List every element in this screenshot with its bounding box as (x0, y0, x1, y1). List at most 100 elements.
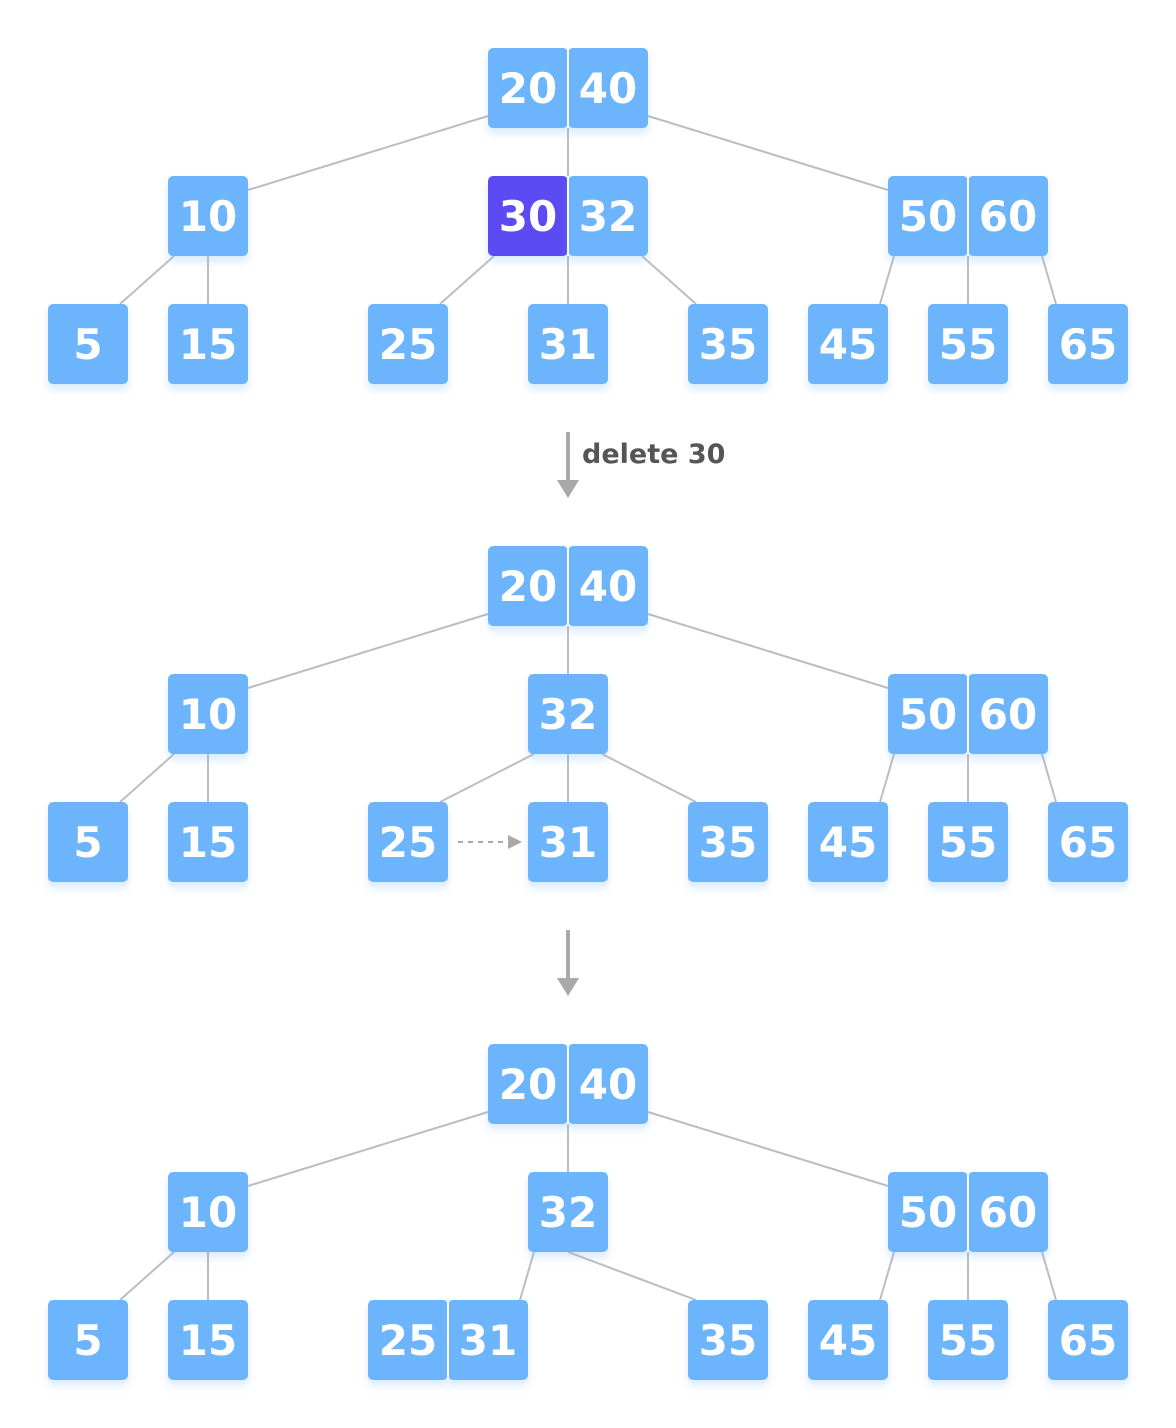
node-key-cell (368, 802, 448, 882)
leaf-node: 35 (688, 304, 768, 384)
tree-edge (879, 1251, 895, 1301)
node-key-cell (888, 674, 968, 754)
tree-edge (1041, 1251, 1057, 1301)
node-key-text: 10 (179, 690, 237, 739)
node-key-text: 5 (73, 1316, 102, 1365)
node-key-text: 40 (579, 562, 637, 611)
tree-edge (247, 1111, 489, 1187)
node-key-text: 10 (179, 1188, 237, 1237)
leaf-node: 25 31 (368, 1300, 528, 1380)
node-key-cell (528, 802, 608, 882)
node-key-text: 15 (179, 320, 237, 369)
tree-edge (647, 1111, 889, 1187)
node-key-text: 31 (459, 1316, 517, 1365)
node-key-text: 32 (539, 1188, 597, 1237)
node-key-text: 55 (939, 1316, 997, 1365)
node-key-text: 15 (179, 818, 237, 867)
node-key-cell (368, 304, 448, 384)
internal-node: 32 (528, 674, 608, 754)
tree-edge (601, 753, 697, 803)
node-key-text: 50 (899, 192, 957, 241)
node-key-cell (48, 1300, 128, 1380)
transition-arrow-head (557, 480, 579, 498)
node-key-cell (808, 1300, 888, 1380)
node-key-cell (488, 546, 568, 626)
node-key-cell (688, 802, 768, 882)
leaf-node: 25 (368, 802, 448, 882)
node-key-text: 60 (979, 192, 1037, 241)
node-key-cell (928, 1300, 1008, 1380)
node-key-cell (368, 1300, 448, 1380)
node-key-text: 20 (499, 64, 557, 113)
internal-node: 10 (168, 1172, 248, 1252)
internal-node: 10 (168, 176, 248, 256)
node-key-text: 31 (539, 818, 597, 867)
transition-arrows: delete 30 (557, 432, 725, 996)
tree-edge (119, 255, 175, 305)
leaf-node: 5 (48, 1300, 128, 1380)
node-key-cell (568, 546, 648, 626)
node-key-text: 20 (499, 1060, 557, 1109)
leaf-node: 15 (168, 1300, 248, 1380)
leaf-node: 5 (48, 802, 128, 882)
node-key-cell (528, 1172, 608, 1252)
node-key-text: 40 (579, 1060, 637, 1109)
tree-edge (439, 753, 535, 803)
tree-edge (1041, 753, 1057, 803)
node-key-cell (1048, 1300, 1128, 1380)
node-key-text: 65 (1059, 320, 1117, 369)
node-key-text: 50 (899, 690, 957, 739)
node-key-cell (168, 304, 248, 384)
node-key-cell (48, 802, 128, 882)
node-key-text: 35 (699, 1316, 757, 1365)
leaf-node: 65 (1048, 1300, 1128, 1380)
node-key-cell (928, 304, 1008, 384)
leaf-node: 55 (928, 802, 1008, 882)
node-key-cell (488, 176, 568, 256)
node-key-text: 5 (73, 818, 102, 867)
leaf-node: 31 (528, 304, 608, 384)
node-key-text: 31 (539, 320, 597, 369)
transition-label: delete 30 (582, 439, 725, 470)
tree-edge (519, 1251, 535, 1301)
leaf-node: 45 (808, 304, 888, 384)
transition-arrow (557, 930, 579, 996)
node-key-cell (688, 1300, 768, 1380)
leaf-node: 31 (528, 802, 608, 882)
internal-node: 10 (168, 674, 248, 754)
node-key-text: 65 (1059, 1316, 1117, 1365)
node-key-text: 32 (579, 192, 637, 241)
node-key-cell (48, 304, 128, 384)
node-key-text: 20 (499, 562, 557, 611)
tree-edge (879, 753, 895, 803)
node-key-cell (688, 304, 768, 384)
node-key-cell (528, 304, 608, 384)
leaf-node: 55 (928, 304, 1008, 384)
node-key-text: 25 (379, 818, 437, 867)
tree-edge (119, 1251, 175, 1301)
tree-edge (1041, 255, 1057, 305)
leaf-node: 55 (928, 1300, 1008, 1380)
leaf-node: 45 (808, 802, 888, 882)
leaf-node: 65 (1048, 802, 1128, 882)
node-key-text: 25 (379, 1316, 437, 1365)
node-key-text: 55 (939, 818, 997, 867)
node-key-text: 35 (699, 320, 757, 369)
leaf-node: 15 (168, 304, 248, 384)
leaf-node: 15 (168, 802, 248, 882)
node-key-text: 32 (539, 690, 597, 739)
tree-edge (647, 115, 889, 191)
node-key-cell (888, 176, 968, 256)
leaf-node: 5 (48, 304, 128, 384)
node-key-cell (968, 176, 1048, 256)
leaf-node: 35 (688, 802, 768, 882)
tree-edge (647, 613, 889, 689)
node-key-cell (168, 1172, 248, 1252)
tree-edge (247, 115, 489, 191)
tree-edge (439, 255, 495, 305)
node-key-text: 5 (73, 320, 102, 369)
